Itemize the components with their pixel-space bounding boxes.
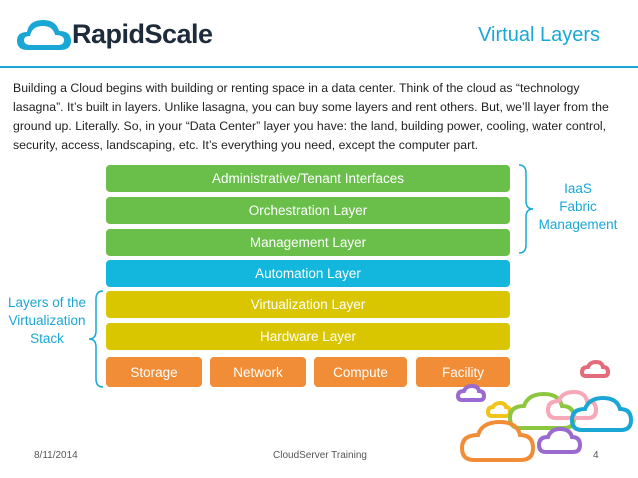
header-divider (0, 66, 638, 68)
virt-stack-label: Layers of the Virtualization Stack (2, 294, 92, 348)
right-brace-icon (518, 164, 534, 254)
layer-management: Management Layer (106, 229, 510, 256)
layer-orchestration: Orchestration Layer (106, 197, 510, 224)
infra-facility: Facility (416, 357, 510, 387)
iaas-line-3: Management (538, 217, 618, 232)
iaas-label: IaaS Fabric Management (530, 180, 626, 234)
slide-title: Virtual Layers (478, 24, 600, 46)
cloud-logo-icon (17, 20, 71, 50)
virt-stack-line-3: Stack (30, 331, 64, 346)
virt-stack-line-2: Virtualization (8, 313, 86, 328)
layer-hardware: Hardware Layer (106, 323, 510, 350)
left-brace-icon (88, 290, 104, 388)
brand-name: RapidScale (72, 19, 213, 49)
layer-automation: Automation Layer (106, 260, 510, 287)
page-number: 4 (593, 450, 599, 461)
rapidscale-logo: RapidScale (14, 14, 224, 56)
iaas-line-1: IaaS (564, 181, 592, 196)
infra-network: Network (210, 357, 306, 387)
decorative-clouds-icon (455, 360, 634, 462)
layer-virtualization: Virtualization Layer (106, 291, 510, 318)
footer-date: 8/11/2014 (34, 450, 78, 461)
infra-compute: Compute (314, 357, 407, 387)
virt-stack-line-1: Layers of the (7, 295, 87, 310)
layer-admin-tenant: Administrative/Tenant Interfaces (106, 165, 510, 192)
infra-storage: Storage (106, 357, 202, 387)
footer-center: CloudServer Training (273, 450, 367, 461)
intro-paragraph: Building a Cloud begins with building or… (13, 81, 609, 152)
iaas-line-2: Fabric (559, 199, 597, 214)
